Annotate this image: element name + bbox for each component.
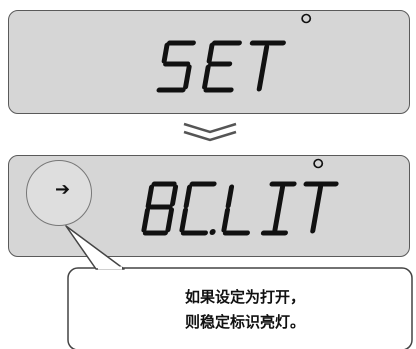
segment-e-lower-left [202, 64, 211, 90]
stable-mark-icon: ⭘ [313, 157, 324, 172]
segment-c-upper-left [183, 184, 193, 209]
segment-c-lower-left [179, 207, 189, 233]
callout-line-2: 则稳定标识亮灯。 [184, 313, 305, 331]
segment-l-upper [225, 184, 235, 209]
segment-b-lower-right [165, 207, 175, 233]
right-arrow-icon: ➔ [55, 179, 71, 200]
stable-mark-icon: ⭘ [301, 12, 312, 27]
segment-text-set [156, 40, 286, 93]
double-chevron-down-icon [183, 122, 237, 142]
callout-text: 如果设定为打开， 则稳定标识亮灯。 [80, 285, 410, 335]
callout-line-1: 如果设定为打开， [184, 288, 305, 306]
segment-i-stem [272, 184, 286, 233]
segment-l-lower [221, 207, 231, 233]
decimal-point [209, 229, 216, 235]
segment-b-upper-right [169, 184, 179, 207]
segment-b-upper-left [145, 184, 155, 209]
segment-text-bc-lit [141, 181, 339, 236]
segment-s-left [161, 42, 170, 64]
segment-s-right [183, 64, 192, 90]
segment-t-stem [256, 44, 270, 92]
indicator-highlight-circle [26, 160, 92, 226]
segment-b-lower-left [141, 207, 151, 233]
segment-e-upper-left [206, 42, 215, 64]
segment-t-stem [310, 184, 324, 234]
lcd-display-top: ⭘ [8, 10, 410, 114]
